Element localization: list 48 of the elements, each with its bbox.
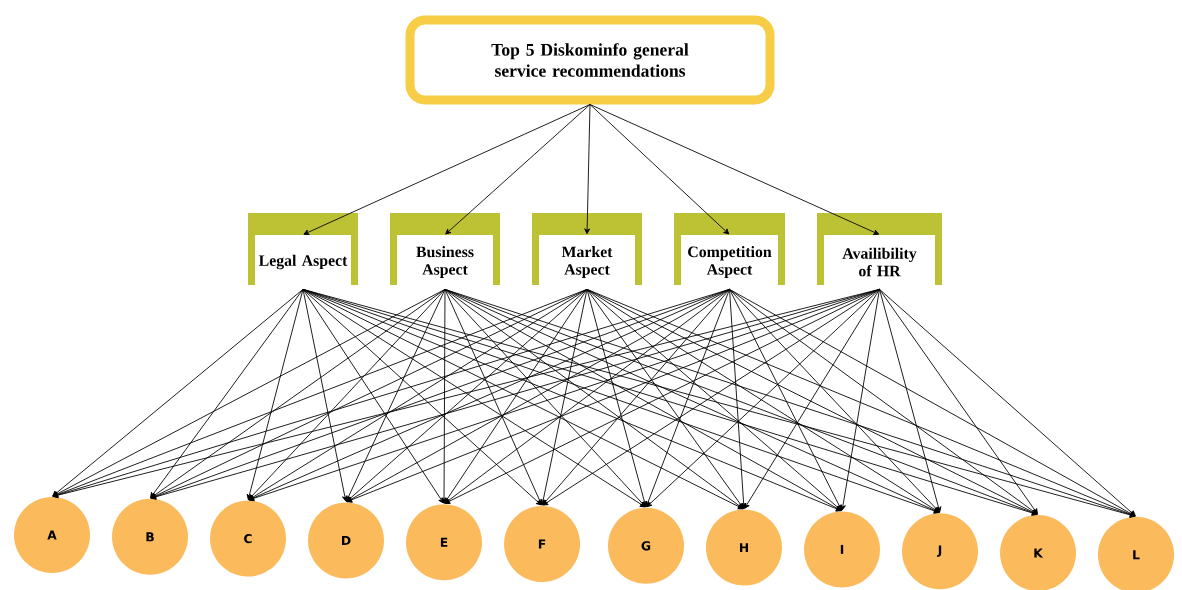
arrow: [444, 288, 646, 508]
arrow: [444, 288, 543, 506]
arrow: [589, 104, 730, 235]
criterion-box: Legal Aspect: [248, 213, 358, 289]
arrow: [586, 288, 940, 513]
arrow: [248, 288, 588, 501]
arrow: [540, 288, 588, 506]
arrow: [840, 288, 880, 511]
arrow: [542, 288, 880, 506]
arrow: [302, 288, 348, 502]
arrow: [646, 288, 880, 508]
arrow: [729, 288, 842, 511]
criterion-box: Competition Aspect: [674, 213, 785, 289]
arrow: [150, 288, 446, 499]
arrow: [586, 288, 842, 511]
arrow: [444, 288, 588, 504]
arrow: [346, 288, 880, 503]
arrow: [645, 288, 730, 507]
arrow: [248, 288, 446, 500]
criterion-box: Market Aspect: [532, 213, 642, 289]
arrow: [542, 288, 730, 506]
arrow: [879, 288, 1136, 517]
arrow: [589, 104, 880, 235]
arrow: [52, 288, 446, 497]
arrow: [879, 288, 942, 513]
arrow: [879, 288, 1038, 515]
criterion-box: Business Aspect: [390, 213, 500, 289]
arrow: [150, 288, 304, 499]
title-box: Top 5 Diskominfo general service recommendations: [405, 15, 775, 105]
arrow: [302, 288, 646, 508]
arrow: [150, 288, 588, 499]
arrow: [346, 288, 588, 502]
arrow: [346, 288, 730, 502]
arrow: [729, 288, 1038, 515]
arrow: [302, 288, 542, 506]
arrow: [303, 104, 591, 235]
criterion-box: Availibility of HR: [817, 213, 942, 289]
arrow: [584, 104, 591, 235]
arrow: [729, 288, 747, 509]
arrow: [150, 288, 730, 500]
arrow: [729, 288, 1136, 517]
arrow: [445, 104, 591, 235]
arrow: [52, 288, 304, 497]
arrow: [246, 288, 304, 500]
arrow: [744, 288, 880, 509]
arrow: [441, 288, 447, 504]
arrow: [345, 288, 446, 502]
arrow: [586, 288, 648, 507]
